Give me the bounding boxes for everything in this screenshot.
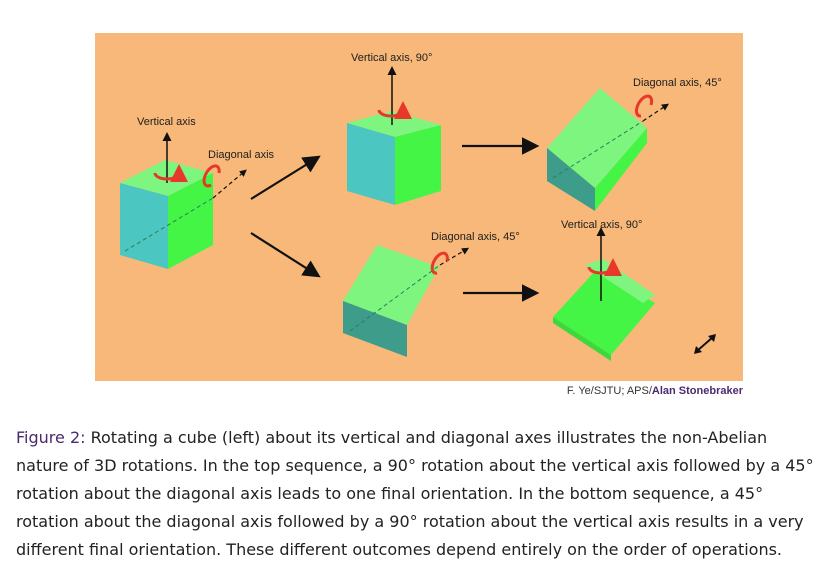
top-right-cube — [547, 88, 669, 211]
bottom-middle-cube — [343, 245, 470, 357]
initial-cube — [120, 132, 247, 269]
top-middle-cube — [347, 66, 441, 205]
label-bottom-vertical: Vertical axis, 90° — [561, 219, 643, 231]
figure-illustration — [95, 33, 743, 381]
figure-image: Vertical axis Diagonal axis Vertical axi… — [95, 33, 743, 381]
image-credit: F. Ye/SJTU; APS/Alan Stonebraker — [567, 385, 743, 397]
bottom-right-cube — [553, 227, 655, 361]
caption-text: Rotating a cube (left) about its vertica… — [16, 428, 814, 559]
expand-arrows-icon[interactable] — [690, 332, 720, 356]
label-bottom-diagonal: Diagonal axis, 45° — [431, 231, 520, 243]
caption-label: Figure 2: — [16, 428, 86, 447]
credit-prefix: F. Ye/SJTU; APS/ — [566, 385, 652, 397]
expand-arrows-glyph — [694, 334, 716, 354]
label-left-diagonal: Diagonal axis — [208, 149, 275, 161]
label-top-diagonal: Diagonal axis, 45° — [633, 77, 722, 89]
label-left-vertical: Vertical axis — [137, 116, 196, 128]
label-top-vertical: Vertical axis, 90° — [351, 52, 433, 64]
figure-caption: Figure 2: Rotating a cube (left) about i… — [16, 424, 816, 564]
credit-link[interactable]: Alan Stonebraker — [651, 385, 743, 397]
